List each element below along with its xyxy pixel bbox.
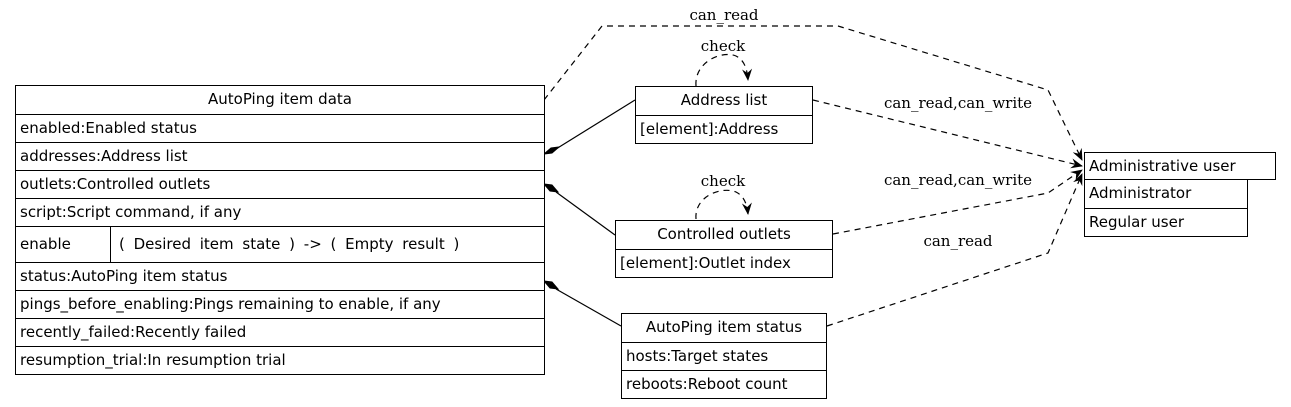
status-can-read-label: can_read	[923, 232, 992, 250]
autoping-can-read-edge: can_read	[543, 6, 1083, 161]
composition-status-edge	[542, 280, 622, 327]
item-status-field-reboots: reboots:Reboot count	[622, 370, 826, 398]
outlets-rw-edge: can_read,can_write	[832, 169, 1083, 235]
autoping-field-resumption-trial: resumption_trial:In resumption trial	[16, 346, 544, 374]
outlets-check-label: check	[701, 172, 746, 190]
autoping-field-pings-before-enabling: pings_before_enabling:Pings remaining to…	[16, 290, 544, 318]
autoping-field-script: script:Script command, if any	[16, 198, 544, 226]
composition-addresses-edge	[542, 99, 636, 155]
autoping-item-data-title: AutoPing item data	[208, 90, 352, 108]
controlled-outlets-title: Controlled outlets	[657, 225, 791, 243]
administrative-user-roles: Administrator Regular user	[1084, 180, 1248, 237]
autoping-field-outlets: outlets:Controlled outlets	[16, 170, 544, 198]
address-check-label: check	[701, 37, 746, 55]
composition-outlets-edge	[542, 183, 616, 236]
autoping-method-enable: enable ( Desired item state ) -> ( Empty…	[16, 226, 544, 262]
outlets-check-loop: check	[695, 172, 752, 220]
address-rw-label: can_read,can_write	[884, 94, 1032, 112]
address-list-field-element: [element]:Address	[636, 115, 812, 143]
address-rw-edge: can_read,can_write	[812, 94, 1083, 169]
status-can-read-edge: can_read	[826, 173, 1083, 327]
method-signature: ( Desired item state ) -> ( Empty result…	[119, 235, 460, 253]
controlled-outlets-field-element: [element]:Outlet index	[616, 249, 832, 277]
method-name: enable	[16, 227, 111, 262]
autoping-field-enabled: enabled:Enabled status	[16, 114, 544, 142]
autoping-item-data-node: AutoPing item data enabled:Enabled statu…	[15, 85, 545, 375]
administrative-user-node: Administrative user Administrator Regula…	[1084, 152, 1276, 237]
role-administrator: Administrator	[1089, 184, 1192, 202]
address-list-title: Address list	[680, 91, 768, 109]
autoping-item-status-title: AutoPing item status	[645, 318, 803, 336]
autoping-field-recently-failed: recently_failed:Recently failed	[16, 318, 544, 346]
item-status-field-hosts: hosts:Target states	[622, 342, 826, 370]
autoping-item-status-node: AutoPing item status hosts:Target states…	[621, 313, 827, 399]
autoping-can-read-label: can_read	[689, 6, 758, 24]
role-regular-user: Regular user	[1085, 208, 1247, 236]
address-check-loop: check	[695, 37, 753, 87]
outlets-rw-label: can_read,can_write	[884, 171, 1032, 189]
autoping-field-addresses: addresses:Address list	[16, 142, 544, 170]
autoping-field-status: status:AutoPing item status	[16, 262, 544, 290]
address-list-node: Address list [element]:Address	[635, 86, 813, 144]
administrative-user-title: Administrative user	[1084, 152, 1276, 180]
controlled-outlets-node: Controlled outlets [element]:Outlet inde…	[615, 220, 833, 278]
